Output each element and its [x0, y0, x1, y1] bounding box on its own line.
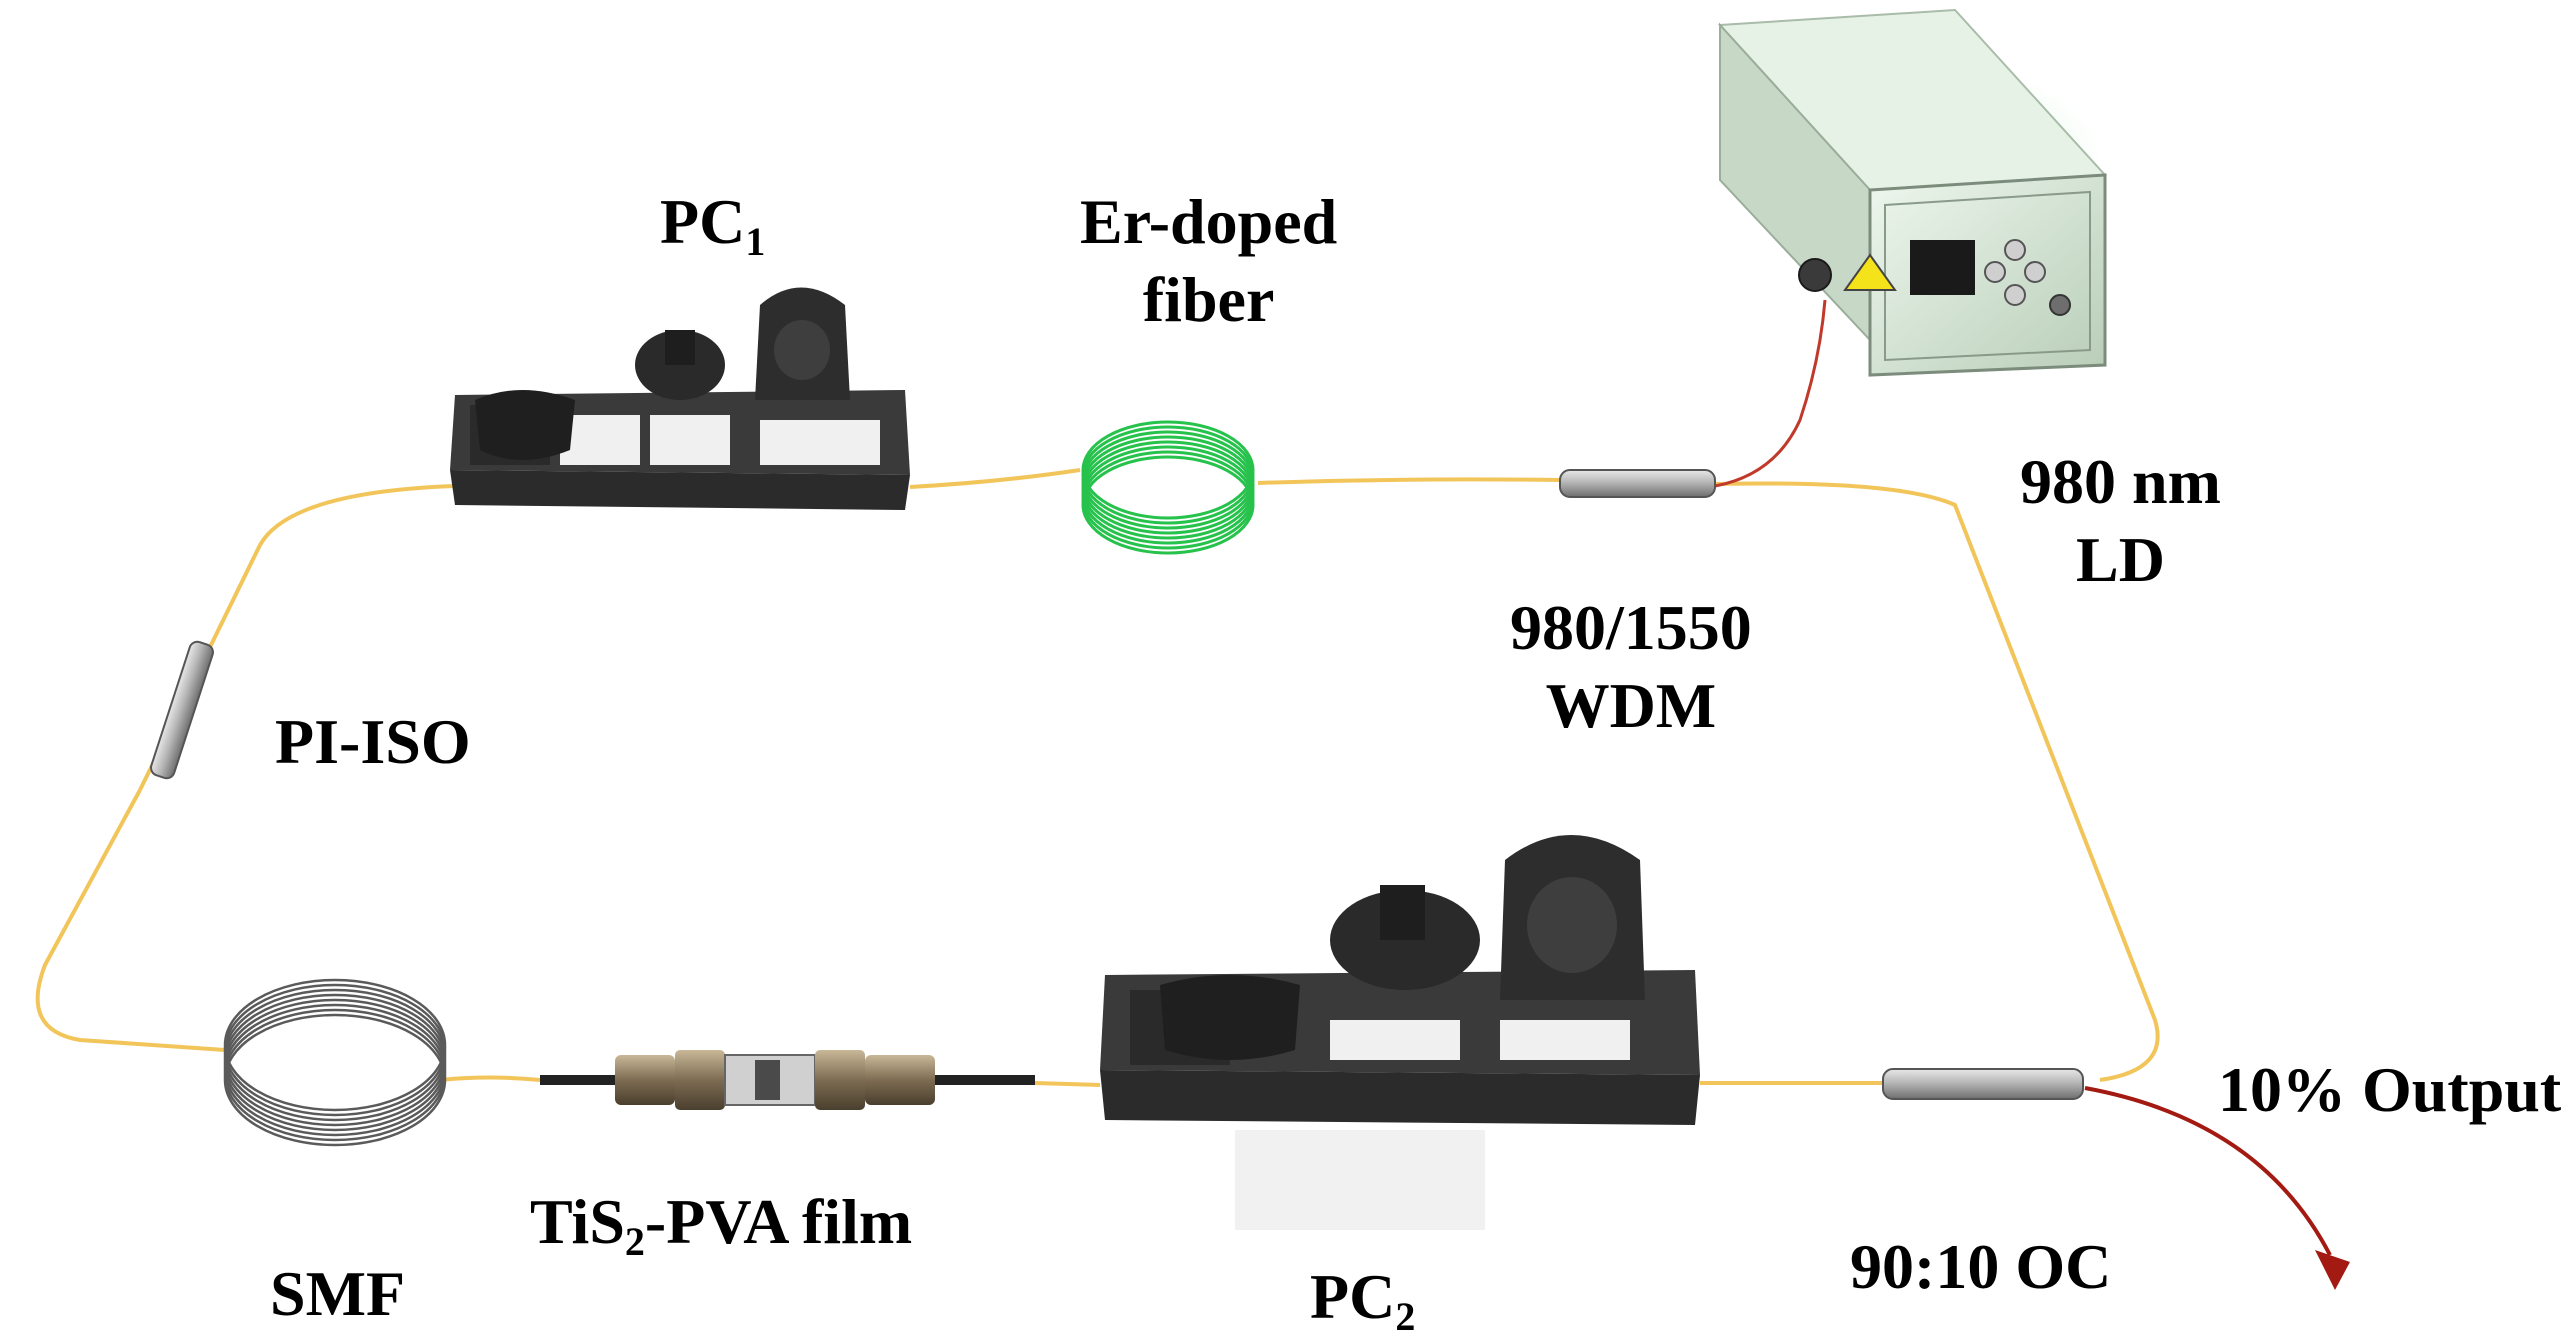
tis2-pva-saturable-absorber — [540, 1050, 1035, 1110]
ld-knob-icon — [2049, 294, 2071, 316]
label-wdm: 980/1550 WDM — [1510, 592, 1752, 741]
ld-output-port-icon — [1798, 258, 1832, 292]
ld-keypad-icon — [1984, 239, 2046, 306]
isolator — [150, 640, 214, 780]
polarization-controller-2 — [1100, 835, 1700, 1230]
output-arrow — [2084, 1086, 2350, 1290]
label-smf: SMF — [270, 1258, 406, 1329]
pump-fiber — [1714, 299, 1827, 488]
laser-warning-icon — [1843, 253, 1897, 291]
label-pc1: PC1 — [660, 186, 766, 264]
label-oc: 90:10 OC — [1850, 1231, 2112, 1302]
ld-display — [1910, 240, 1975, 295]
laser-diode-unit — [1717, 8, 2108, 377]
wdm-coupler — [1559, 469, 1716, 498]
fiber-ring — [35, 468, 2160, 1087]
label-pc2: PC2 — [1310, 1261, 1416, 1339]
label-980nm-ld: 980 nm LD — [2020, 446, 2221, 595]
er-doped-fiber-coil — [1081, 420, 1255, 555]
label-er-doped-fiber: Er-doped fiber — [1080, 186, 1338, 335]
output-coupler — [1882, 1068, 2084, 1100]
label-pi-iso: PI-ISO — [275, 706, 471, 777]
label-output: 10% Output — [2218, 1054, 2562, 1125]
label-tis2-pva-film: TiS2-PVA film — [530, 1186, 913, 1264]
polarization-controller-1 — [450, 287, 910, 510]
smf-coil — [223, 978, 447, 1147]
